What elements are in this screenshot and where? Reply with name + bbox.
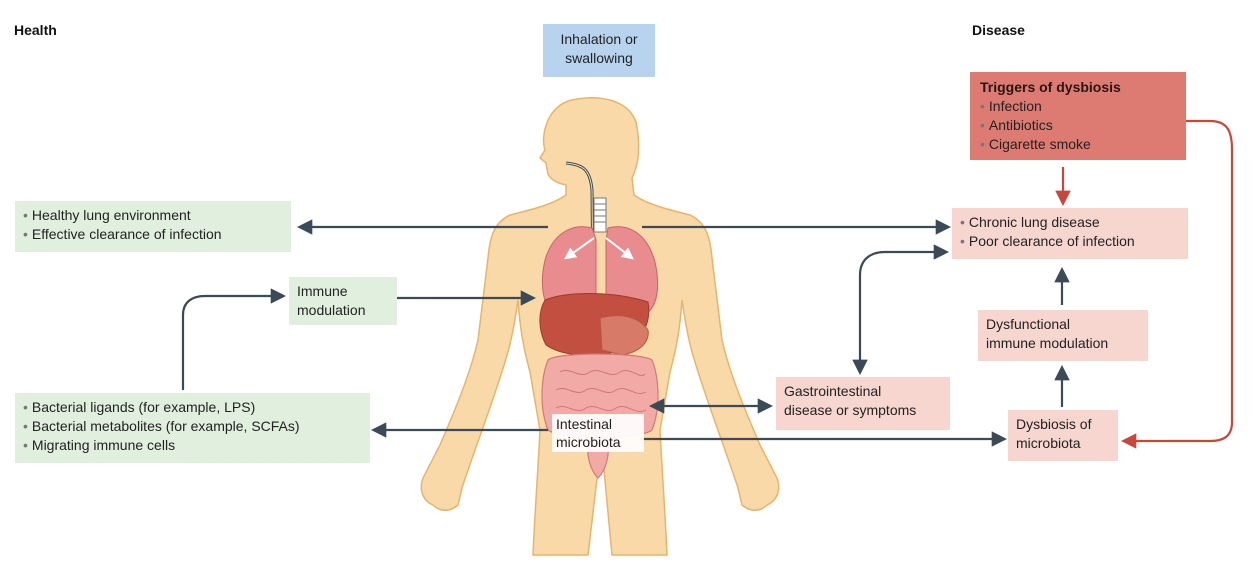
bullet-icon: • (23, 437, 28, 453)
disease-heading: Disease (972, 22, 1025, 38)
dysfunctional-line-1: Dysfunctional (986, 316, 1071, 332)
healthy-lung-item: •Effective clearance of infection (23, 226, 222, 242)
dysbiosis-box: Dysbiosis of microbiota (1008, 410, 1118, 461)
immune-modulation-line-2: modulation (297, 302, 366, 318)
chronic-lung-item: •Chronic lung disease (960, 214, 1100, 230)
healthy-lung-box: •Healthy lung environment •Effective cle… (15, 201, 291, 252)
health-heading: Health (14, 22, 57, 38)
triggers-box: Triggers of dysbiosis •Infection •Antibi… (970, 72, 1186, 160)
chronic-lung-item: •Poor clearance of infection (960, 233, 1135, 249)
arrow-gi-chronic (852, 244, 950, 376)
triggers-title: Triggers of dysbiosis (980, 79, 1121, 95)
dysbiosis-line-1: Dysbiosis of (1016, 416, 1092, 432)
microbiota-line-2: microbiota (556, 434, 621, 450)
bacterial-item: •Bacterial metabolites (for example, SCF… (23, 418, 300, 434)
gi-disease-box: Gastrointestinal disease or symptoms (776, 377, 950, 430)
bullet-icon: • (23, 418, 28, 434)
gi-line-1: Gastrointestinal (784, 383, 882, 399)
bacterial-item: •Bacterial ligands (for example, LPS) (23, 399, 256, 415)
inhalation-box: Inhalation or swallowing (543, 24, 655, 77)
bullet-icon: • (960, 233, 965, 249)
inhalation-line-2: swallowing (565, 50, 633, 66)
bullet-icon: • (23, 226, 28, 242)
immune-modulation-line-1: Immune (297, 283, 348, 299)
arrow-ligands-to-immune (181, 288, 287, 390)
bullet-icon: • (960, 214, 965, 230)
gi-line-2: disease or symptoms (784, 402, 917, 418)
dysfunctional-line-2: immune modulation (986, 335, 1109, 351)
bullet-icon: • (23, 399, 28, 415)
arrow-trigger-to-dysbiosis (1120, 119, 1234, 449)
dysfunctional-immune-box: Dysfunctional immune modulation (978, 310, 1148, 361)
intestinal-microbiota-label: Intestinal microbiota (552, 414, 644, 452)
trigger-item: •Antibiotics (980, 117, 1053, 133)
healthy-lung-item: •Healthy lung environment (23, 207, 191, 223)
connector-arrows (181, 219, 1070, 447)
trigger-arrows (1055, 119, 1234, 449)
liver-stomach (539, 293, 650, 356)
dysbiosis-line-2: microbiota (1016, 435, 1081, 451)
bacterial-box: •Bacterial ligands (for example, LPS) •B… (15, 393, 370, 463)
bullet-icon: • (980, 117, 985, 133)
bullet-icon: • (23, 207, 28, 223)
inhalation-line-1: Inhalation or (560, 31, 638, 47)
immune-modulation-box: Immune modulation (289, 277, 397, 325)
bullet-icon: • (980, 98, 985, 114)
bullet-icon: • (980, 136, 985, 152)
trigger-item: •Cigarette smoke (980, 136, 1091, 152)
trigger-item: •Infection (980, 98, 1042, 114)
bacterial-item: •Migrating immune cells (23, 437, 176, 453)
trachea (593, 197, 607, 233)
microbiota-line-1: Intestinal (556, 416, 613, 432)
chronic-lung-box: •Chronic lung disease •Poor clearance of… (952, 208, 1188, 259)
